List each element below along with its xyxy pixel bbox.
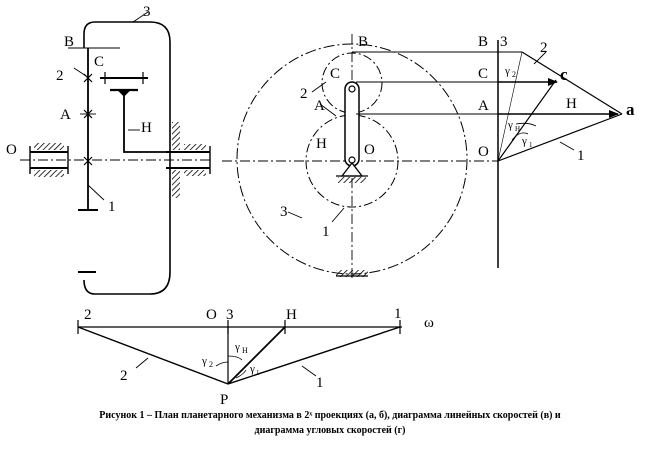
label-gamma-1: γ 1 <box>521 135 533 149</box>
label-origin-O: O <box>206 307 217 323</box>
linear-velocity-labels: B 3 2 c C γ 2 A H a O γ H γ 1 1 <box>478 34 635 164</box>
label-omega-axis: ω <box>424 315 434 331</box>
gamma-symbol: γ <box>507 119 513 131</box>
ring-gear-3-outline <box>83 21 171 295</box>
front-projection-labels: B C 2 A H O 3 1 <box>280 34 375 240</box>
figure-caption-line-1: Рисунок 1 – План планетарного механизма … <box>99 410 561 421</box>
label-ring-gear: 3 <box>143 4 151 20</box>
gamma-subscript: 2 <box>512 70 516 79</box>
ray-1 <box>227 326 401 385</box>
label-point-O: O <box>364 142 375 158</box>
label-gamma-2: γ 2 <box>504 65 516 79</box>
ray-H <box>227 326 286 385</box>
label-point-B: B <box>64 34 74 50</box>
label-point-C: C <box>330 66 340 82</box>
carrier-arm <box>344 81 360 167</box>
label-point-B: B <box>358 34 368 50</box>
label-carrier-line: H <box>566 96 577 112</box>
label-planet-gear: 2 <box>540 40 548 56</box>
gamma-symbol: γ <box>201 355 207 367</box>
label-point-A: A <box>60 107 71 123</box>
angular-velocity-diagram <box>77 320 402 385</box>
gamma-subscript: 1 <box>256 369 260 377</box>
label-gear-1: 1 <box>394 306 402 322</box>
gamma-symbol: γ <box>249 363 255 375</box>
label-sun-gear: 1 <box>322 224 330 240</box>
label-gear-2: 2 <box>84 307 92 323</box>
front-projection <box>222 34 498 280</box>
label-gamma-H: γ H <box>507 119 520 133</box>
label-point-B: B <box>478 34 488 50</box>
label-sun-gear: 1 <box>108 199 116 215</box>
figure-caption-line-2: диаграмма угловых скоростей (г) <box>254 425 406 436</box>
label-velocity-c: c <box>560 65 568 84</box>
gamma-subscript: 1 <box>529 141 533 149</box>
label-gamma-1-angular: γ 1 <box>249 363 260 377</box>
label-pole-P: P <box>220 392 228 408</box>
label-gear-3: 3 <box>226 307 234 323</box>
label-velocity-a: a <box>626 100 635 119</box>
gamma-subscript: H <box>515 125 520 133</box>
label-point-C: C <box>94 54 104 70</box>
label-gamma-2-angular: γ 2 <box>201 355 213 369</box>
label-point-C: C <box>478 66 488 82</box>
label-point-A: A <box>314 98 325 114</box>
gamma-subscript: H <box>242 346 248 355</box>
label-carrier: H <box>141 120 152 136</box>
label-ray-1: 1 <box>316 375 324 391</box>
gamma-symbol: γ <box>234 341 240 353</box>
label-ray-2: 2 <box>120 368 128 384</box>
label-planet-gear: 2 <box>300 86 308 102</box>
label-gamma-H-angular: γ H <box>234 341 248 355</box>
label-sun-gear: 1 <box>577 148 585 164</box>
ray-2 <box>77 326 229 385</box>
label-planet-gear: 2 <box>56 68 64 84</box>
label-ring-gear: 3 <box>500 34 508 50</box>
side-projection <box>20 11 211 295</box>
label-point-A: A <box>478 98 489 114</box>
angular-velocity-labels: 2 O 3 H 1 ω γ H γ 2 γ 1 P 2 1 <box>84 306 434 408</box>
linear-velocity-diagram <box>497 40 623 268</box>
gamma-symbol: γ <box>521 135 527 147</box>
label-point-O: O <box>478 144 489 160</box>
gamma-symbol: γ <box>504 65 510 77</box>
label-carrier: H <box>316 136 327 152</box>
label-ring-gear: 3 <box>280 204 288 220</box>
label-carrier-H: H <box>286 307 297 323</box>
gamma-subscript: 2 <box>209 360 213 369</box>
label-point-O: O <box>6 142 17 158</box>
side-projection-labels: 3 B C 2 A H O 1 <box>6 4 152 215</box>
